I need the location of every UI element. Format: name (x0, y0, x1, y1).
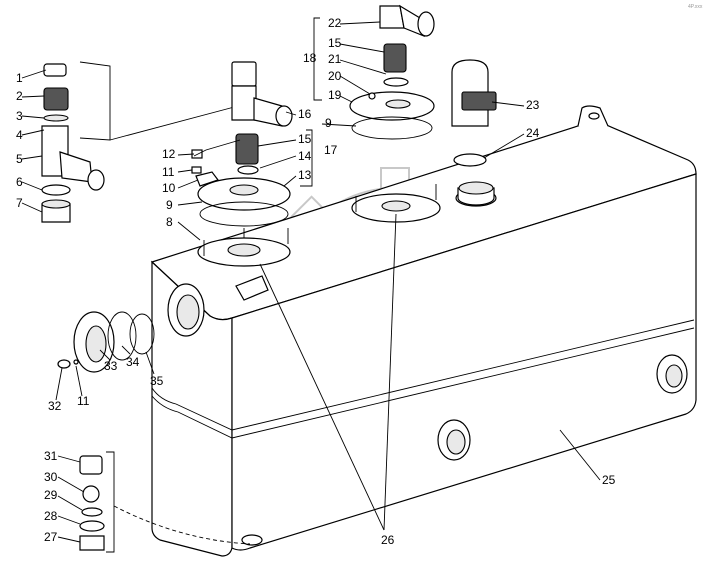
callout-l18: 18 (303, 51, 317, 65)
valve-assembly-8-17 (191, 61, 313, 238)
leader-lines (21, 21, 601, 543)
callout-l15b: 15 (328, 36, 342, 50)
callout-l22: 22 (328, 16, 342, 30)
callout-l11b: 11 (77, 394, 90, 408)
callout-l15a: 15 (298, 132, 312, 146)
callout-l8: 8 (166, 215, 173, 229)
fitting-assembly-1-7 (41, 61, 239, 223)
callout-l6: 6 (16, 175, 23, 189)
callout-l33: 33 (104, 359, 118, 373)
callout-l17: 17 (324, 143, 338, 157)
side-flange-32-35 (57, 311, 155, 373)
callout-l34: 34 (126, 355, 140, 369)
drain-assembly-27-31 (79, 451, 251, 553)
callout-l35: 35 (150, 374, 164, 388)
callout-l7: 7 (16, 196, 23, 210)
callout-l28: 28 (44, 509, 58, 523)
callout-l20: 20 (328, 69, 342, 83)
callout-l31: 31 (44, 449, 58, 463)
callout-l30: 30 (44, 470, 58, 484)
callout-numbers: 1234567899101111121314151516171819202122… (16, 16, 616, 547)
callout-l4: 4 (16, 128, 23, 142)
callout-l21: 21 (328, 52, 342, 66)
callout-l29: 29 (44, 488, 58, 502)
callout-l9b: 9 (325, 116, 332, 130)
callout-l9a: 9 (166, 198, 173, 212)
filler-cap-23-24 (451, 59, 497, 167)
callout-l32: 32 (48, 399, 62, 413)
callout-l11a: 11 (162, 165, 175, 179)
callout-l12: 12 (162, 147, 176, 161)
callout-l5: 5 (16, 152, 23, 166)
callout-l26: 26 (381, 533, 395, 547)
callout-l10: 10 (162, 181, 176, 195)
callout-l27: 27 (44, 530, 58, 544)
callout-l3: 3 (16, 109, 23, 123)
callout-l14: 14 (298, 149, 312, 163)
callout-l19: 19 (328, 88, 342, 102)
callout-l23: 23 (526, 98, 540, 112)
corner-code: 4P.xxx (688, 4, 703, 10)
callout-l25: 25 (602, 473, 616, 487)
fuel-tank-25 (150, 105, 697, 557)
callout-l1: 1 (16, 71, 23, 85)
callout-l24: 24 (526, 126, 540, 140)
breather-assembly-18-22 (313, 4, 435, 140)
callout-l16: 16 (298, 107, 312, 121)
callout-l2: 2 (16, 89, 23, 103)
callout-l13: 13 (298, 168, 312, 182)
